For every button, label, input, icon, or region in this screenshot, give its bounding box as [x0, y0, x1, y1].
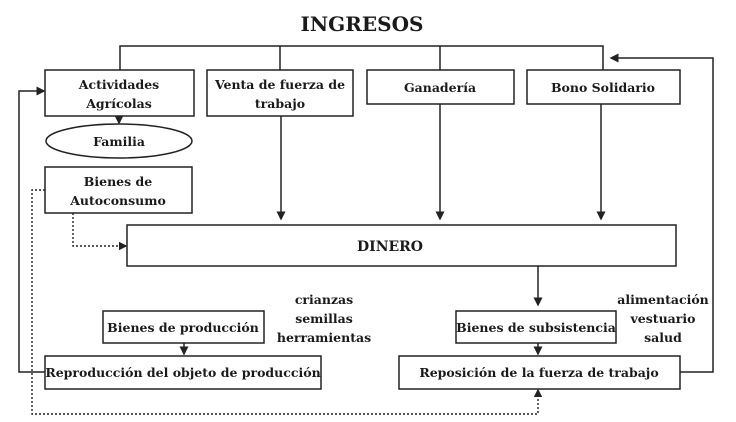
- subsistencia-items: alimentación vestuario salud: [617, 292, 709, 345]
- loop-reposicion-ingresos: [609, 53, 714, 373]
- item: crianzas: [295, 292, 353, 307]
- box-reproduccion: Reproducción del objeto de producción: [44, 355, 322, 390]
- connectors: [18, 45, 714, 415]
- label: Bienes de producción: [107, 320, 259, 335]
- item: herramientas: [277, 330, 371, 345]
- dashed-autoconsumo-reposicion: [31, 189, 543, 415]
- item: vestuario: [630, 311, 696, 326]
- box-bienes-subsistencia: Bienes de subsistencia: [455, 310, 617, 344]
- dotted-autoconsumo-dinero: [72, 213, 128, 251]
- label: Bienes de subsistencia: [456, 320, 616, 335]
- box-dinero: DINERO: [126, 224, 677, 267]
- label: Reposición de la fuerza de trabajo: [419, 365, 658, 380]
- box-bono-solidario: Bono Solidario: [526, 69, 681, 105]
- diagram-title: INGRESOS: [301, 12, 424, 36]
- top-bus-line: [119, 45, 604, 70]
- label: DINERO: [357, 239, 423, 255]
- item: semillas: [295, 311, 353, 326]
- label: Ganadería: [404, 80, 476, 95]
- box-actividades-agricolas: Actividades Agrícolas: [44, 69, 195, 117]
- label: Reproducción del objeto de producción: [45, 365, 320, 380]
- box-bienes-produccion: Bienes de producción: [102, 310, 265, 344]
- label: Bienes de: [84, 174, 152, 189]
- label: Autoconsumo: [69, 193, 166, 208]
- label: Familia: [93, 134, 145, 149]
- produccion-items: crianzas semillas herramientas: [277, 292, 371, 345]
- box-ganaderia: Ganadería: [366, 69, 515, 105]
- ellipse-familia: Familia: [45, 123, 193, 159]
- label: Venta de fuerza de: [214, 77, 345, 92]
- loop-reproduccion-actividades: [18, 86, 46, 373]
- box-bienes-autoconsumo: Bienes de Autoconsumo: [44, 166, 193, 214]
- label: trabajo: [255, 96, 305, 111]
- box-reposicion: Reposición de la fuerza de trabajo: [398, 355, 681, 390]
- label: Agrícolas: [85, 96, 152, 111]
- item: salud: [644, 330, 682, 345]
- item: alimentación: [617, 292, 709, 307]
- box-venta-fuerza-trabajo: Venta de fuerza de trabajo: [206, 69, 354, 117]
- label: Actividades: [78, 77, 159, 92]
- label: Bono Solidario: [551, 80, 655, 95]
